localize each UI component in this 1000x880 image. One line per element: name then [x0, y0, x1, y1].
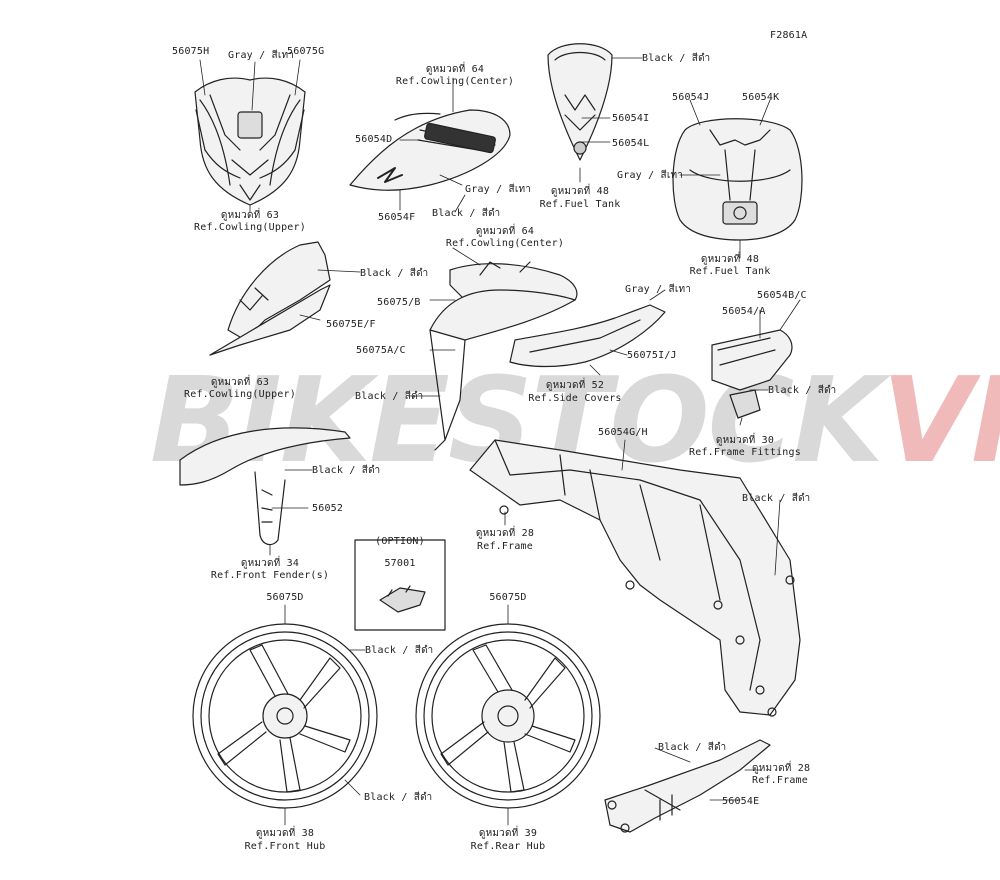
part-number-56054L: 56054L — [612, 138, 650, 149]
part-number-56054E: 56054E — [722, 796, 760, 807]
color-label-black: Black / สีดำ — [312, 465, 381, 476]
reference-cowling-center: Ref.Cowling(Center) — [395, 76, 515, 87]
fuel-tank-top-small — [547, 43, 613, 161]
part-number-56075D: 56075D — [489, 592, 527, 603]
part-number-56054A: 56054/A — [722, 306, 766, 317]
center-cowling-side — [429, 261, 578, 451]
reference-thai: ดูหมวดที่ 38 — [255, 828, 315, 839]
reference-thai: ดูหมวดที่ 64 — [475, 226, 535, 237]
color-label-black: Black / สีดำ — [360, 268, 429, 279]
color-label-black: Black / สีดำ — [768, 385, 837, 396]
reference-frame: Ref.Frame — [477, 541, 533, 552]
reference-thai: ดูหมวดที่ 34 — [240, 558, 300, 569]
reference-fuel-tank: Ref.Fuel Tank — [689, 266, 771, 277]
reference-thai: ดูหมวดที่ 28 — [475, 528, 535, 539]
rear-wheel — [415, 623, 601, 809]
color-label-black: Black / สีดำ — [658, 742, 727, 753]
part-number-56075H: 56075H — [172, 46, 210, 57]
color-label-gray: Gray / สีเทา — [625, 284, 692, 295]
front-fender — [179, 427, 351, 546]
reference-thai: ดูหมวดที่ 28 — [752, 763, 811, 774]
color-label-gray: Gray / สีเทา — [617, 170, 684, 181]
part-number-56075IJ: 56075I/J — [627, 350, 677, 361]
reference-frame-fittings: Ref.Frame Fittings — [689, 447, 801, 458]
color-label-black: Black / สีดำ — [642, 53, 711, 64]
reference-thai: ดูหมวดที่ 64 — [425, 64, 485, 75]
part-number-56052: 56052 — [312, 503, 344, 514]
main-frame — [469, 439, 801, 717]
part-number-56075G: 56075G — [287, 46, 325, 57]
reference-rear-hub: Ref.Rear Hub — [470, 841, 546, 852]
color-label-gray: Gray / สีเทา — [465, 184, 532, 195]
reference-thai: ดูหมวดที่ 48 — [550, 186, 610, 197]
part-number-57001: 57001 — [384, 558, 416, 569]
reference-thai: ดูหมวดที่ 52 — [545, 380, 605, 391]
fuel-tank-front — [672, 118, 803, 241]
frame-fitting-panel — [711, 329, 793, 419]
color-label-black: Black / สีดำ — [355, 391, 424, 402]
part-number-56054I: 56054I — [612, 113, 650, 124]
part-number-56075D: 56075D — [266, 592, 304, 603]
reference-cowling-upper: Ref.Cowling(Upper) — [184, 389, 296, 400]
part-number-56054GH: 56054G/H — [598, 427, 648, 438]
reference-thai: ดูหมวดที่ 39 — [478, 828, 538, 839]
color-label-black: Black / สีดำ — [364, 792, 433, 803]
watermark-country: VN — [881, 351, 1000, 489]
color-label-black: Black / สีดำ — [432, 208, 501, 219]
option-box — [354, 539, 446, 631]
option-label: (OPTION) — [375, 536, 425, 547]
reference-thai: ดูหมวดที่ 63 — [220, 210, 280, 221]
color-label-black: Black / สีดำ — [742, 493, 811, 504]
part-number-56054K: 56054K — [742, 92, 780, 103]
leader-lines — [199, 57, 801, 826]
upper-cowling-front — [194, 77, 306, 206]
part-number-56075EF: 56075E/F — [326, 319, 376, 330]
color-label-gray: Gray / สีเทา — [228, 50, 295, 61]
reference-thai: ดูหมวดที่ 30 — [715, 435, 775, 446]
reference-frame: Ref.Frame — [752, 775, 808, 786]
front-wheel — [192, 623, 378, 809]
part-number-56054J: 56054J — [672, 92, 710, 103]
center-cowling-top — [349, 109, 511, 191]
reference-thai: ดูหมวดที่ 48 — [700, 254, 760, 265]
part-number-56054D: 56054D — [355, 134, 393, 145]
reference-fuel-tank: Ref.Fuel Tank — [539, 199, 621, 210]
upper-cowling-side — [209, 241, 331, 356]
part-number-56075AC: 56075A/C — [356, 345, 406, 356]
color-label-black: Black / สีดำ — [365, 645, 434, 656]
reference-side-covers: Ref.Side Covers — [528, 393, 622, 404]
figure-code: F2861A — [770, 30, 808, 41]
reference-cowling-center: Ref.Cowling(Center) — [445, 238, 565, 249]
side-cover — [509, 304, 666, 368]
reference-front-fender: Ref.Front Fender(s) — [210, 570, 330, 581]
reference-thai: ดูหมวดที่ 63 — [210, 377, 270, 388]
part-number-56075B: 56075/B — [377, 297, 421, 308]
part-number-56054BC: 56054B/C — [757, 290, 807, 301]
reference-front-hub: Ref.Front Hub — [244, 841, 326, 852]
part-number-56054F: 56054F — [378, 212, 416, 223]
reference-cowling-upper: Ref.Cowling(Upper) — [194, 222, 306, 233]
sub-frame — [604, 739, 771, 833]
